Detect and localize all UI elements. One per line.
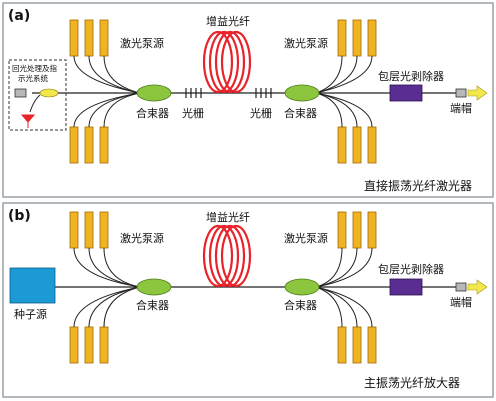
end-cap [455,282,467,292]
endcap-label: 端帽 [450,296,472,309]
pump-bank-top-left [69,19,109,57]
indicator-system-box [8,59,67,131]
panel-b: (b) 种子源 [2,202,494,398]
indicator-system-label-line2: 示光系统 [18,73,48,83]
grating-right [255,88,272,98]
combiner-right-label: 合束器 [284,298,317,312]
panel-a-caption: 直接振荡光纤激光器 [364,178,472,193]
panel-a-tag: (a) [8,8,30,24]
pump-fibers-left [73,55,141,128]
seed-source [9,267,56,304]
pump-label-right: 激光泵源 [284,231,328,245]
pump-bank-top-right [337,19,377,57]
panel-a: (a) [2,2,494,198]
indicator-light-icon [20,114,36,128]
combiner-right [284,84,320,102]
pump-bank-bottom-left [69,126,109,164]
panel-b-tag: (b) [8,208,31,224]
panel-b-frame [2,202,494,398]
gain-fiber-label: 增益光纤 [206,14,250,28]
gain-fiber-coil [202,224,252,288]
endcap-label: 端帽 [450,102,472,115]
grating-right-label: 光栅 [250,106,272,120]
gain-fiber-label: 增益光纤 [206,210,250,224]
combiner-left-label: 合束器 [136,106,169,120]
indicator-dump [14,88,27,98]
seed-source-label: 种子源 [14,307,47,321]
panel-b-caption: 主振荡光纤放大器 [364,375,460,390]
indicator-system-label-line1: 回光处理及指 [12,63,57,73]
pump-bank-top-right [337,211,377,249]
pump-label-right: 激光泵源 [284,36,328,50]
pump-fibers-left [73,247,141,328]
combiner-right-label: 合束器 [284,106,317,120]
gain-fiber-coil [202,30,252,94]
pump-bank-top-left [69,211,109,249]
pump-fibers-right [315,55,373,128]
combiner-left [136,84,172,102]
combiner-right [284,278,320,296]
stripper-label: 包层光剥除器 [378,69,444,83]
end-cap [455,88,467,98]
combiner-left-label: 合束器 [136,298,169,312]
indicator-coupler [39,88,59,98]
pump-bank-bottom-left [69,326,109,364]
output-arrow [467,279,488,295]
pump-bank-bottom-right [337,326,377,364]
pump-label-left: 激光泵源 [120,36,164,50]
pump-bank-bottom-right [337,126,377,164]
grating-left-label: 光栅 [182,106,204,120]
stripper-label: 包层光剥除器 [378,262,444,276]
grating-left [185,88,202,98]
panel-a-frame [2,2,494,198]
combiner-left [136,278,172,296]
output-arrow [467,85,488,101]
cladding-stripper [389,278,423,296]
indicator-fiber [29,94,41,113]
pump-fibers-right [315,247,373,328]
cladding-stripper [389,84,423,102]
pump-label-left: 激光泵源 [120,231,164,245]
